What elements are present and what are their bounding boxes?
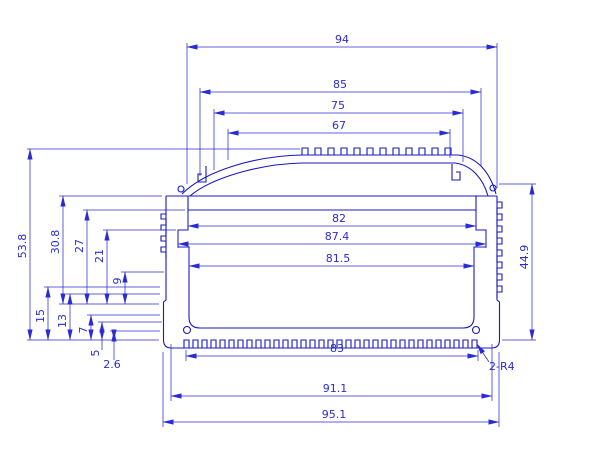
dim-15-label: 15 [34,309,47,323]
dim-2_6-label: 2.6 [103,358,121,371]
dim-53_8-label: 53.8 [16,234,29,259]
radius-annotation-label: 2-R4 [489,360,515,373]
dim-13-label: 13 [56,314,69,328]
left-wall-serration-path [160,213,167,258]
dim-95_1-label: 95.1 [322,408,347,421]
dim-85-label: 85 [333,78,347,91]
dim-30_8-label: 30.8 [49,230,62,255]
dimension-labels-layer: 94 85 75 67 82 87.4 81.5 83 91.1 95.1 53… [16,33,531,421]
right-wall-serration-path [496,201,503,298]
dim-87_4-label: 87.4 [325,230,350,243]
dim-7-label: 7 [77,327,90,334]
lid-screw-boss-right [489,184,497,192]
dim-94-label: 94 [335,33,349,46]
dim-21-label: 21 [93,249,106,263]
dim-44_9-label: 44.9 [518,245,531,270]
dimension-lines-layer [27,43,536,427]
lid-inner-line-path [189,162,489,197]
bottom-screw-boss-right [471,325,481,335]
lid-hook-right-path [451,164,461,181]
lid-screw-boss-left [177,185,185,193]
lid-hook-left-path [197,166,207,183]
bottom-screw-boss-left [182,325,192,335]
dim-5-label: 5 [89,350,102,357]
lid-top-ribs-path [301,147,458,156]
dim-91_1-label: 91.1 [323,382,348,395]
body-outline-path [162,196,501,349]
dim-9-label: 9 [111,278,124,285]
bottom-fins-path [183,339,481,349]
dim-81_5-label: 81.5 [326,252,351,265]
dim-67-label: 67 [332,119,346,132]
dim-75-label: 75 [331,99,345,112]
inner-cavity-path [177,196,487,329]
dim-27-label: 27 [73,239,86,253]
dim-83-label: 83 [330,342,344,355]
profile-layer [160,147,503,349]
lid-outer-arch-path [181,154,497,195]
dim-82-label: 82 [332,212,346,225]
radius-leader-line [476,343,490,363]
